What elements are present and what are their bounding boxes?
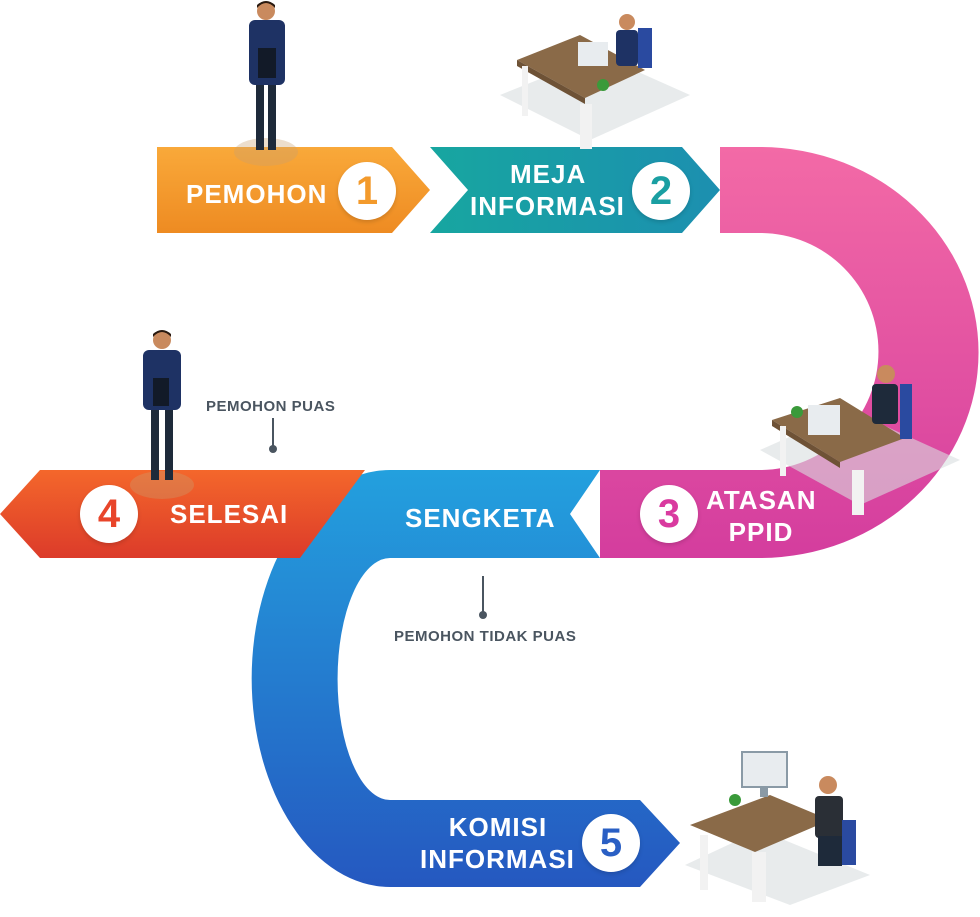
- step-2-label-line2: INFORMASI: [470, 191, 625, 221]
- step-1-label: PEMOHON: [186, 179, 328, 209]
- step-5-number: 5: [582, 814, 640, 872]
- person-standing-icon: [234, 1, 298, 166]
- person-at-desk-icon: [500, 14, 690, 149]
- arc-blue: [251, 470, 681, 887]
- note-pemohon-tidak-puas: PEMOHON TIDAK PUAS: [394, 628, 577, 645]
- person-at-desk-icon: [685, 751, 870, 905]
- step-3-number: 3: [640, 485, 698, 543]
- step-1-number: 1: [338, 162, 396, 220]
- person-at-desk-icon: [760, 365, 960, 515]
- step-5-label-line1: KOMISI: [448, 812, 548, 842]
- step-4-number: 4: [80, 485, 138, 543]
- step-4-label: SELESAI: [170, 499, 289, 529]
- person-standing-icon: [130, 330, 194, 499]
- note-pemohon-puas: PEMOHON PUAS: [206, 398, 336, 415]
- step-3-label-line2: PPID: [728, 517, 794, 547]
- step-5-label-line2: INFORMASI: [420, 844, 575, 874]
- step-2-number: 2: [632, 162, 690, 220]
- step-2-label-line1: MEJA: [510, 159, 587, 189]
- sengketa-label: SENGKETA: [405, 503, 556, 533]
- step-3-label-line1: ATASAN: [706, 485, 817, 515]
